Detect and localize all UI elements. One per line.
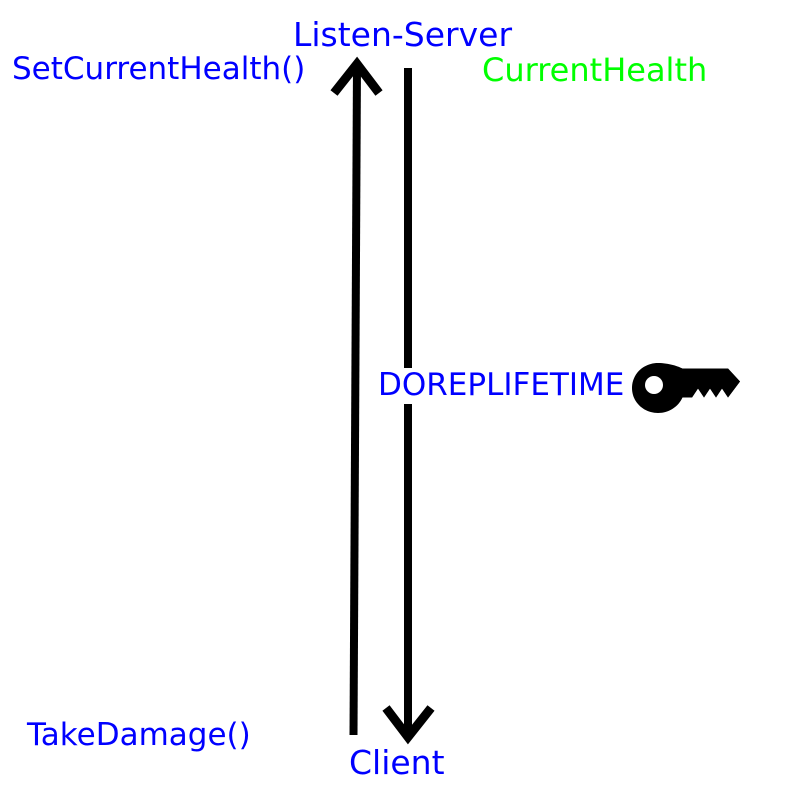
annotation-take-damage: TakeDamage() <box>27 717 251 753</box>
arrow-server-to-client-head <box>382 705 435 745</box>
arrow-client-to-server <box>330 56 383 736</box>
arrow-client-to-server-head <box>330 56 383 96</box>
key-icon <box>630 360 742 416</box>
key-icon-glyph <box>632 363 740 413</box>
endpoint-label-client: Client <box>349 743 445 782</box>
annotation-set-current-health: SetCurrentHealth() <box>12 51 306 87</box>
endpoint-label-listen-server: Listen-Server <box>293 15 513 54</box>
arrow-client-to-server-shaft <box>349 63 361 736</box>
annotation-doreplifetime: DOREPLIFETIME <box>374 368 629 404</box>
annotation-current-health-property: CurrentHealth <box>482 51 708 89</box>
